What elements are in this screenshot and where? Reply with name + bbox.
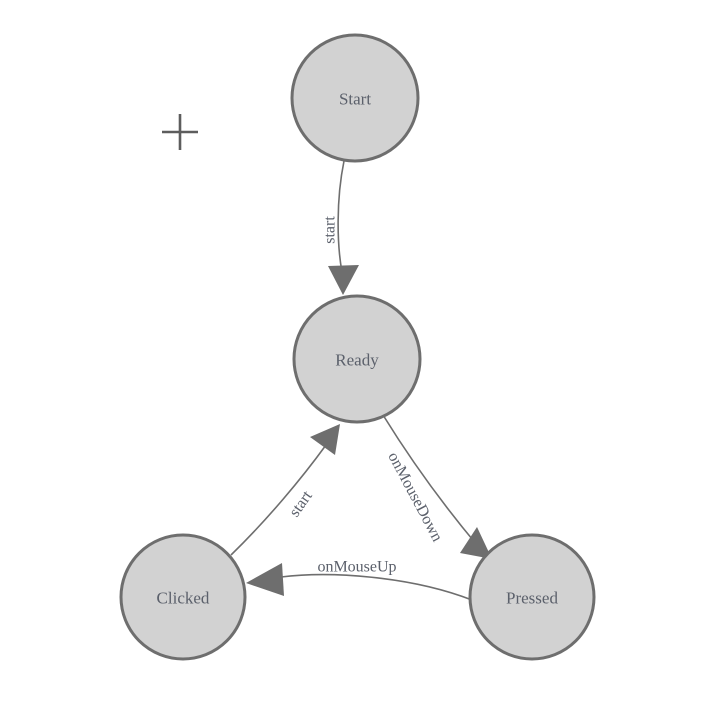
node-circle[interactable] bbox=[292, 294, 422, 424]
edge-start-to-ready[interactable]: start bbox=[322, 160, 360, 295]
node-label-start: Start bbox=[339, 90, 371, 109]
edge-clicked-to-ready[interactable]: start bbox=[230, 424, 340, 556]
crosshair-marker-icon bbox=[162, 114, 198, 150]
edge-pressed-to-clicked[interactable]: onMouseUp bbox=[246, 559, 473, 601]
node-label-clicked: Clicked bbox=[157, 589, 210, 608]
edge-line bbox=[230, 444, 327, 556]
arrowhead-icon bbox=[460, 527, 492, 559]
node-ready[interactable]: Ready bbox=[292, 294, 422, 424]
node-circle[interactable] bbox=[290, 33, 420, 163]
node-circle[interactable] bbox=[468, 533, 596, 661]
edge-label-clicked-to-ready: start bbox=[286, 487, 316, 520]
node-clicked[interactable]: Clicked bbox=[119, 533, 247, 661]
arrowhead-icon bbox=[328, 265, 359, 295]
node-start[interactable]: Start bbox=[290, 33, 420, 163]
node-circle[interactable] bbox=[119, 533, 247, 661]
edge-line bbox=[382, 414, 478, 546]
node-label-ready: Ready bbox=[335, 351, 379, 370]
arrowhead-icon bbox=[246, 563, 284, 596]
node-label-pressed: Pressed bbox=[506, 589, 558, 608]
arrowhead-icon bbox=[310, 424, 340, 455]
edge-line bbox=[280, 573, 473, 601]
edge-label-start-to-ready: start bbox=[322, 216, 339, 244]
edge-line bbox=[337, 160, 345, 273]
edge-ready-to-pressed[interactable]: onMouseDown bbox=[382, 414, 492, 559]
edge-label-pressed-to-clicked: onMouseUp bbox=[317, 559, 396, 576]
node-pressed[interactable]: Pressed bbox=[468, 533, 596, 661]
